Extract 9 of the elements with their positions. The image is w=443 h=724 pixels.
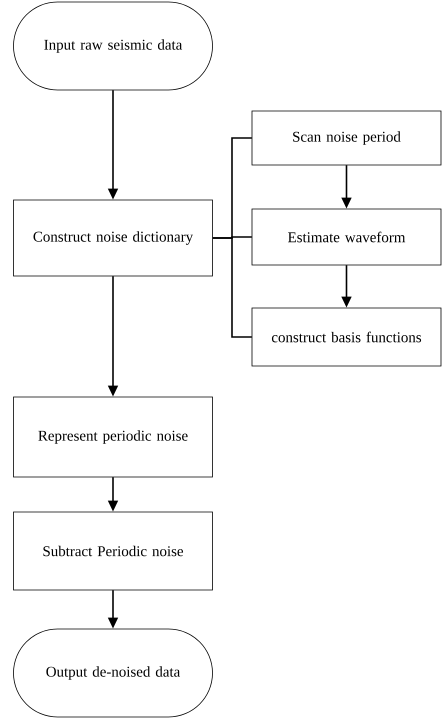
terminal-box: Input raw seismic data xyxy=(13,2,213,90)
process-box: Subtract Periodic noise xyxy=(13,512,213,590)
process-box: construct basis functions xyxy=(252,308,442,366)
terminal-box: Output de-noised data xyxy=(13,628,213,718)
process-box: Construct noise dictionary xyxy=(13,200,213,276)
process-box: Scan noise period xyxy=(252,110,442,166)
process-box: Represent periodic noise xyxy=(13,396,213,478)
process-box: Estimate waveform xyxy=(252,208,442,266)
connector-line xyxy=(212,237,252,338)
